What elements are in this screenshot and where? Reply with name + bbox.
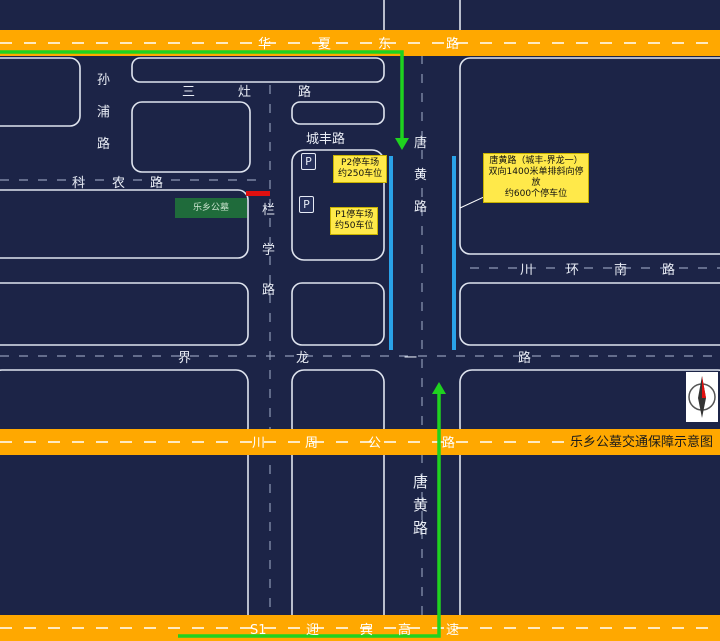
- route-south: [178, 392, 441, 638]
- street-labels-large: 唐 黄 路: [413, 473, 428, 537]
- block: [459, 57, 720, 255]
- parking-p1-label: P1停车场 约50车位: [331, 208, 378, 234]
- road-label: 浦: [97, 105, 110, 120]
- label-line: P2停车场: [341, 158, 380, 168]
- road-label: 川: [252, 436, 265, 451]
- road-label: 城丰路: [306, 131, 345, 147]
- parking-lanes: [389, 156, 456, 350]
- road-label: 路: [298, 84, 311, 100]
- label-line: P1停车场: [335, 210, 374, 220]
- road-label: 路: [413, 519, 428, 537]
- lane-markings: [0, 55, 720, 615]
- road-label: 路: [518, 350, 531, 366]
- main-roads: [0, 30, 720, 641]
- road-label: 路: [262, 282, 275, 298]
- access-routes: [0, 50, 441, 638]
- road-label: 路: [150, 175, 163, 191]
- road-label: 路: [97, 136, 110, 152]
- road-label: 三: [182, 85, 195, 100]
- label-line: 约250车位: [338, 169, 383, 179]
- road-label: 川: [520, 263, 533, 278]
- block: [131, 101, 251, 173]
- block: [0, 282, 249, 346]
- road-label: 黄: [413, 496, 428, 514]
- entrance-marker: [246, 191, 270, 196]
- callout-line: 双向1400米单排斜向停放: [488, 167, 584, 188]
- compass-icon: [686, 372, 718, 422]
- road-label: 界: [178, 351, 191, 366]
- road-label: 龙: [296, 351, 309, 366]
- road-label: 高: [398, 622, 411, 638]
- map-title: 乐乡公墓交通保障示意图: [568, 432, 720, 453]
- road-label: 孙: [97, 73, 110, 88]
- main-road-labels: 华 夏 东 路 川 周 公 路 S1 迎 宾 高 速: [250, 36, 459, 638]
- road-label: 夏: [318, 37, 331, 52]
- road-label: 路: [414, 199, 427, 215]
- road-label: 路: [662, 262, 675, 278]
- parking-lane-east: [452, 156, 456, 350]
- road-label: 路: [446, 36, 459, 52]
- parking-p2-label: P2停车场 约250车位: [334, 156, 387, 182]
- road-label: 宾: [360, 622, 373, 638]
- road-label: 栏: [262, 203, 275, 218]
- road-label: 速: [446, 623, 459, 638]
- route-arrowhead: [395, 138, 409, 150]
- route-arrowhead: [432, 382, 446, 394]
- block: [131, 57, 385, 83]
- callout-line: 唐黄路（城丰-界龙一）: [489, 156, 583, 166]
- parking-icon: P: [299, 196, 314, 213]
- city-blocks: [0, 0, 720, 615]
- road-label: 科: [72, 176, 85, 191]
- road-label: 南: [614, 262, 627, 278]
- street-labels: 孙 浦 路 三 灶 路 科 农 路 城丰路 唐 黄 路 栏 学 路 川 环 南 …: [72, 73, 675, 366]
- road-label: 公: [368, 436, 381, 451]
- block: [0, 189, 249, 259]
- block: [291, 101, 385, 125]
- block: [291, 149, 385, 261]
- road-label: 一: [404, 351, 417, 366]
- callout-line: 约600个停车位: [504, 189, 568, 199]
- road-label: 学: [262, 242, 275, 258]
- road-label: S1: [250, 623, 267, 638]
- road-label: 灶: [238, 85, 251, 100]
- road-label: 农: [112, 176, 125, 191]
- road-label: 唐: [414, 135, 427, 151]
- road-label: 迎: [306, 623, 319, 638]
- road-label: 黄: [414, 168, 427, 183]
- label-line: 约50车位: [335, 221, 374, 231]
- road-label: 华: [258, 37, 271, 52]
- parking-lane-west: [389, 156, 393, 350]
- road-label: 东: [378, 37, 391, 52]
- parking-callout: 唐黄路（城丰-界龙一） 双向1400米单排斜向停放 约600个停车位: [484, 154, 588, 202]
- road-label: 周: [305, 436, 318, 451]
- road-label: 环: [566, 263, 579, 278]
- block: [459, 282, 720, 346]
- road-label: 路: [442, 435, 455, 451]
- route-north: [0, 50, 404, 140]
- block: [291, 282, 385, 346]
- road-label: 唐: [413, 473, 428, 491]
- block: [0, 57, 81, 127]
- cemetery-site-label: 乐乡公墓: [175, 198, 247, 218]
- parking-icon: P: [301, 153, 316, 170]
